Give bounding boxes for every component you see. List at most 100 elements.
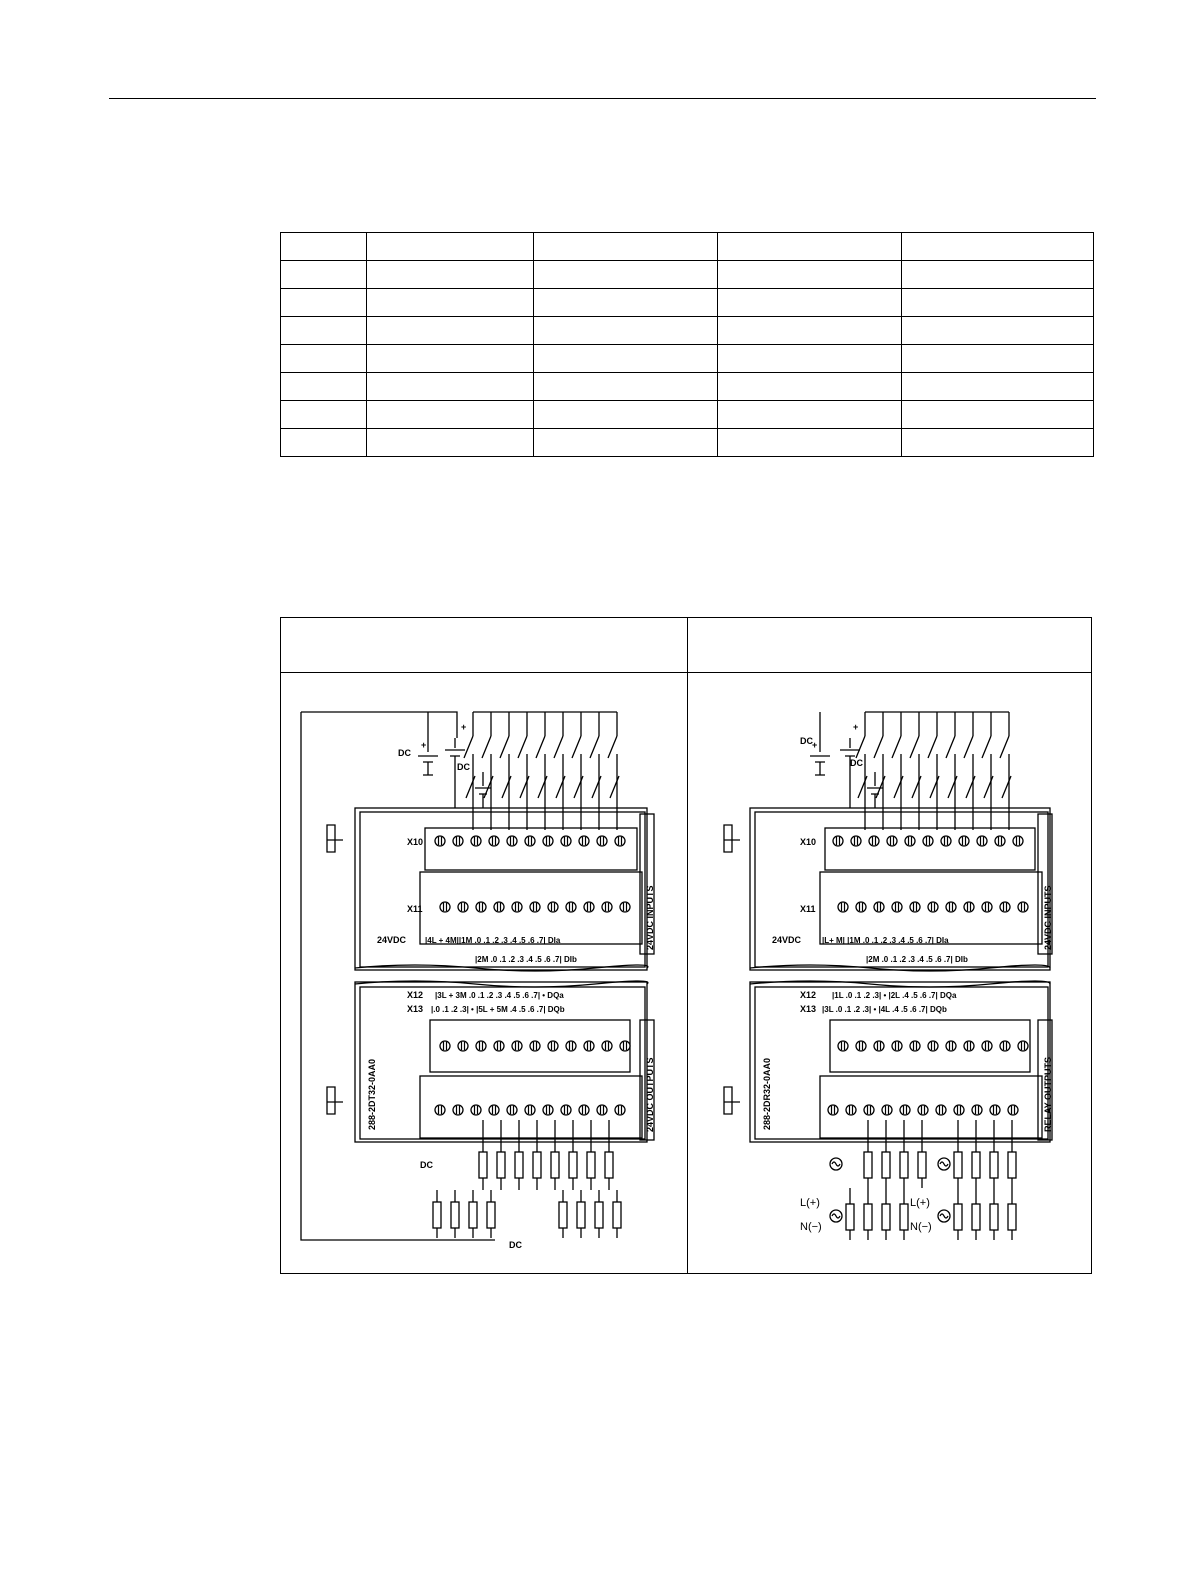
- table-cell: [366, 288, 534, 317]
- terminal-screw: [583, 1040, 595, 1052]
- output-load: [881, 1203, 891, 1231]
- table-cell: [901, 288, 1094, 317]
- table-cell: [533, 288, 718, 317]
- input-switch: [875, 775, 886, 799]
- table-cell: [533, 260, 718, 289]
- ac-source-wave: [831, 1213, 841, 1219]
- input-switch: [463, 735, 474, 759]
- plus-sign: +: [853, 722, 858, 732]
- input-switch: [465, 775, 476, 799]
- x10-label: X10: [800, 837, 816, 847]
- table-cell: [533, 372, 718, 401]
- table-row: [280, 232, 1094, 261]
- input-switch: [535, 735, 546, 759]
- table-cell: [366, 316, 534, 345]
- terminal-screw: [945, 901, 957, 913]
- side-label-inputs: 24VDC INPUTS: [1043, 885, 1053, 950]
- terminal-screw: [837, 901, 849, 913]
- l-plus-label: L(+): [910, 1197, 930, 1209]
- output-row-a: |3L + 3M .0 .1 .2 .3 .4 .5 .6 .7| • DQa: [435, 991, 564, 1000]
- table-row: [280, 344, 1094, 373]
- terminal-screw: [529, 1040, 541, 1052]
- table-cell: [901, 232, 1094, 261]
- part-number: 288-2DT32-0AA0: [367, 1059, 377, 1130]
- terminal-screw: [873, 901, 885, 913]
- input-switch: [947, 775, 958, 799]
- n-minus-label: N(−): [910, 1221, 932, 1233]
- output-load: [468, 1201, 478, 1229]
- ac-source-wave: [939, 1161, 949, 1167]
- output-load: [989, 1151, 999, 1179]
- input-switch: [891, 735, 902, 759]
- output-load: [971, 1151, 981, 1179]
- table-cell: [366, 260, 534, 289]
- table-cell: [366, 372, 534, 401]
- ac-source-symbol: [937, 1209, 951, 1223]
- output-load: [594, 1201, 604, 1229]
- x12-label: X12: [407, 990, 423, 1000]
- input-switch: [609, 775, 620, 799]
- terminal-screw: [488, 835, 500, 847]
- terminal-screw: [940, 835, 952, 847]
- input-switch: [911, 775, 922, 799]
- terminal-screw: [565, 901, 577, 913]
- input-switch: [929, 775, 940, 799]
- terminal-screw: [899, 1104, 911, 1116]
- table-cell: [280, 428, 367, 457]
- wiring-diagram-left: DC DC + + X10 X11 24VDC |4L + 4M||1M .0 …: [300, 711, 655, 1250]
- plus-sign: +: [461, 722, 466, 732]
- column-divider: [687, 618, 688, 1273]
- input-switch: [963, 735, 974, 759]
- table-cell: [717, 316, 902, 345]
- plus-sign: +: [812, 740, 817, 750]
- table-row: [280, 316, 1094, 345]
- output-load: [989, 1203, 999, 1231]
- terminal-screw: [529, 901, 541, 913]
- terminal-screw: [578, 1104, 590, 1116]
- terminal-screw: [439, 901, 451, 913]
- terminal-screw: [927, 1040, 939, 1052]
- table-row: [280, 372, 1094, 401]
- terminal-screw: [891, 1040, 903, 1052]
- table-cell: [717, 428, 902, 457]
- terminal-screw: [506, 835, 518, 847]
- terminal-screw: [935, 1104, 947, 1116]
- table-row: [280, 260, 1094, 289]
- terminal-screw: [953, 1104, 965, 1116]
- table-cell: [717, 232, 902, 261]
- input-switch: [999, 735, 1010, 759]
- terminal-screw: [434, 835, 446, 847]
- input-row-a: |L+ M| |1M .0 .1 .2 .3 .4 .5 .6 .7| DIa: [822, 936, 949, 945]
- output-load: [899, 1151, 909, 1179]
- terminal-screw: [560, 835, 572, 847]
- terminal-screw: [542, 835, 554, 847]
- input-switch: [589, 735, 600, 759]
- output-load: [953, 1203, 963, 1231]
- output-load: [863, 1151, 873, 1179]
- dc-label-out-2: DC: [509, 1240, 522, 1250]
- terminal-screw: [470, 835, 482, 847]
- terminal-screw: [873, 1040, 885, 1052]
- terminal-screw: [999, 1040, 1011, 1052]
- output-load: [576, 1201, 586, 1229]
- terminal-screw: [452, 835, 464, 847]
- input-switch: [927, 735, 938, 759]
- part-number: 288-2DR32-0AA0: [762, 1058, 772, 1130]
- input-switch: [945, 735, 956, 759]
- input-switch: [607, 735, 618, 759]
- table-cell: [533, 344, 718, 373]
- terminal-screw: [619, 1040, 631, 1052]
- input-switch: [909, 735, 920, 759]
- terminal-screw: [976, 835, 988, 847]
- terminal-screw: [999, 901, 1011, 913]
- table-cell: [717, 400, 902, 429]
- terminal-screw: [886, 835, 898, 847]
- input-switch: [1001, 775, 1012, 799]
- terminal-screw: [565, 1040, 577, 1052]
- terminal-screw: [614, 835, 626, 847]
- terminal-screw: [850, 835, 862, 847]
- table-cell: [280, 400, 367, 429]
- terminal-screw: [542, 1104, 554, 1116]
- ac-source-wave: [939, 1213, 949, 1219]
- supply-label: 24VDC: [772, 935, 802, 945]
